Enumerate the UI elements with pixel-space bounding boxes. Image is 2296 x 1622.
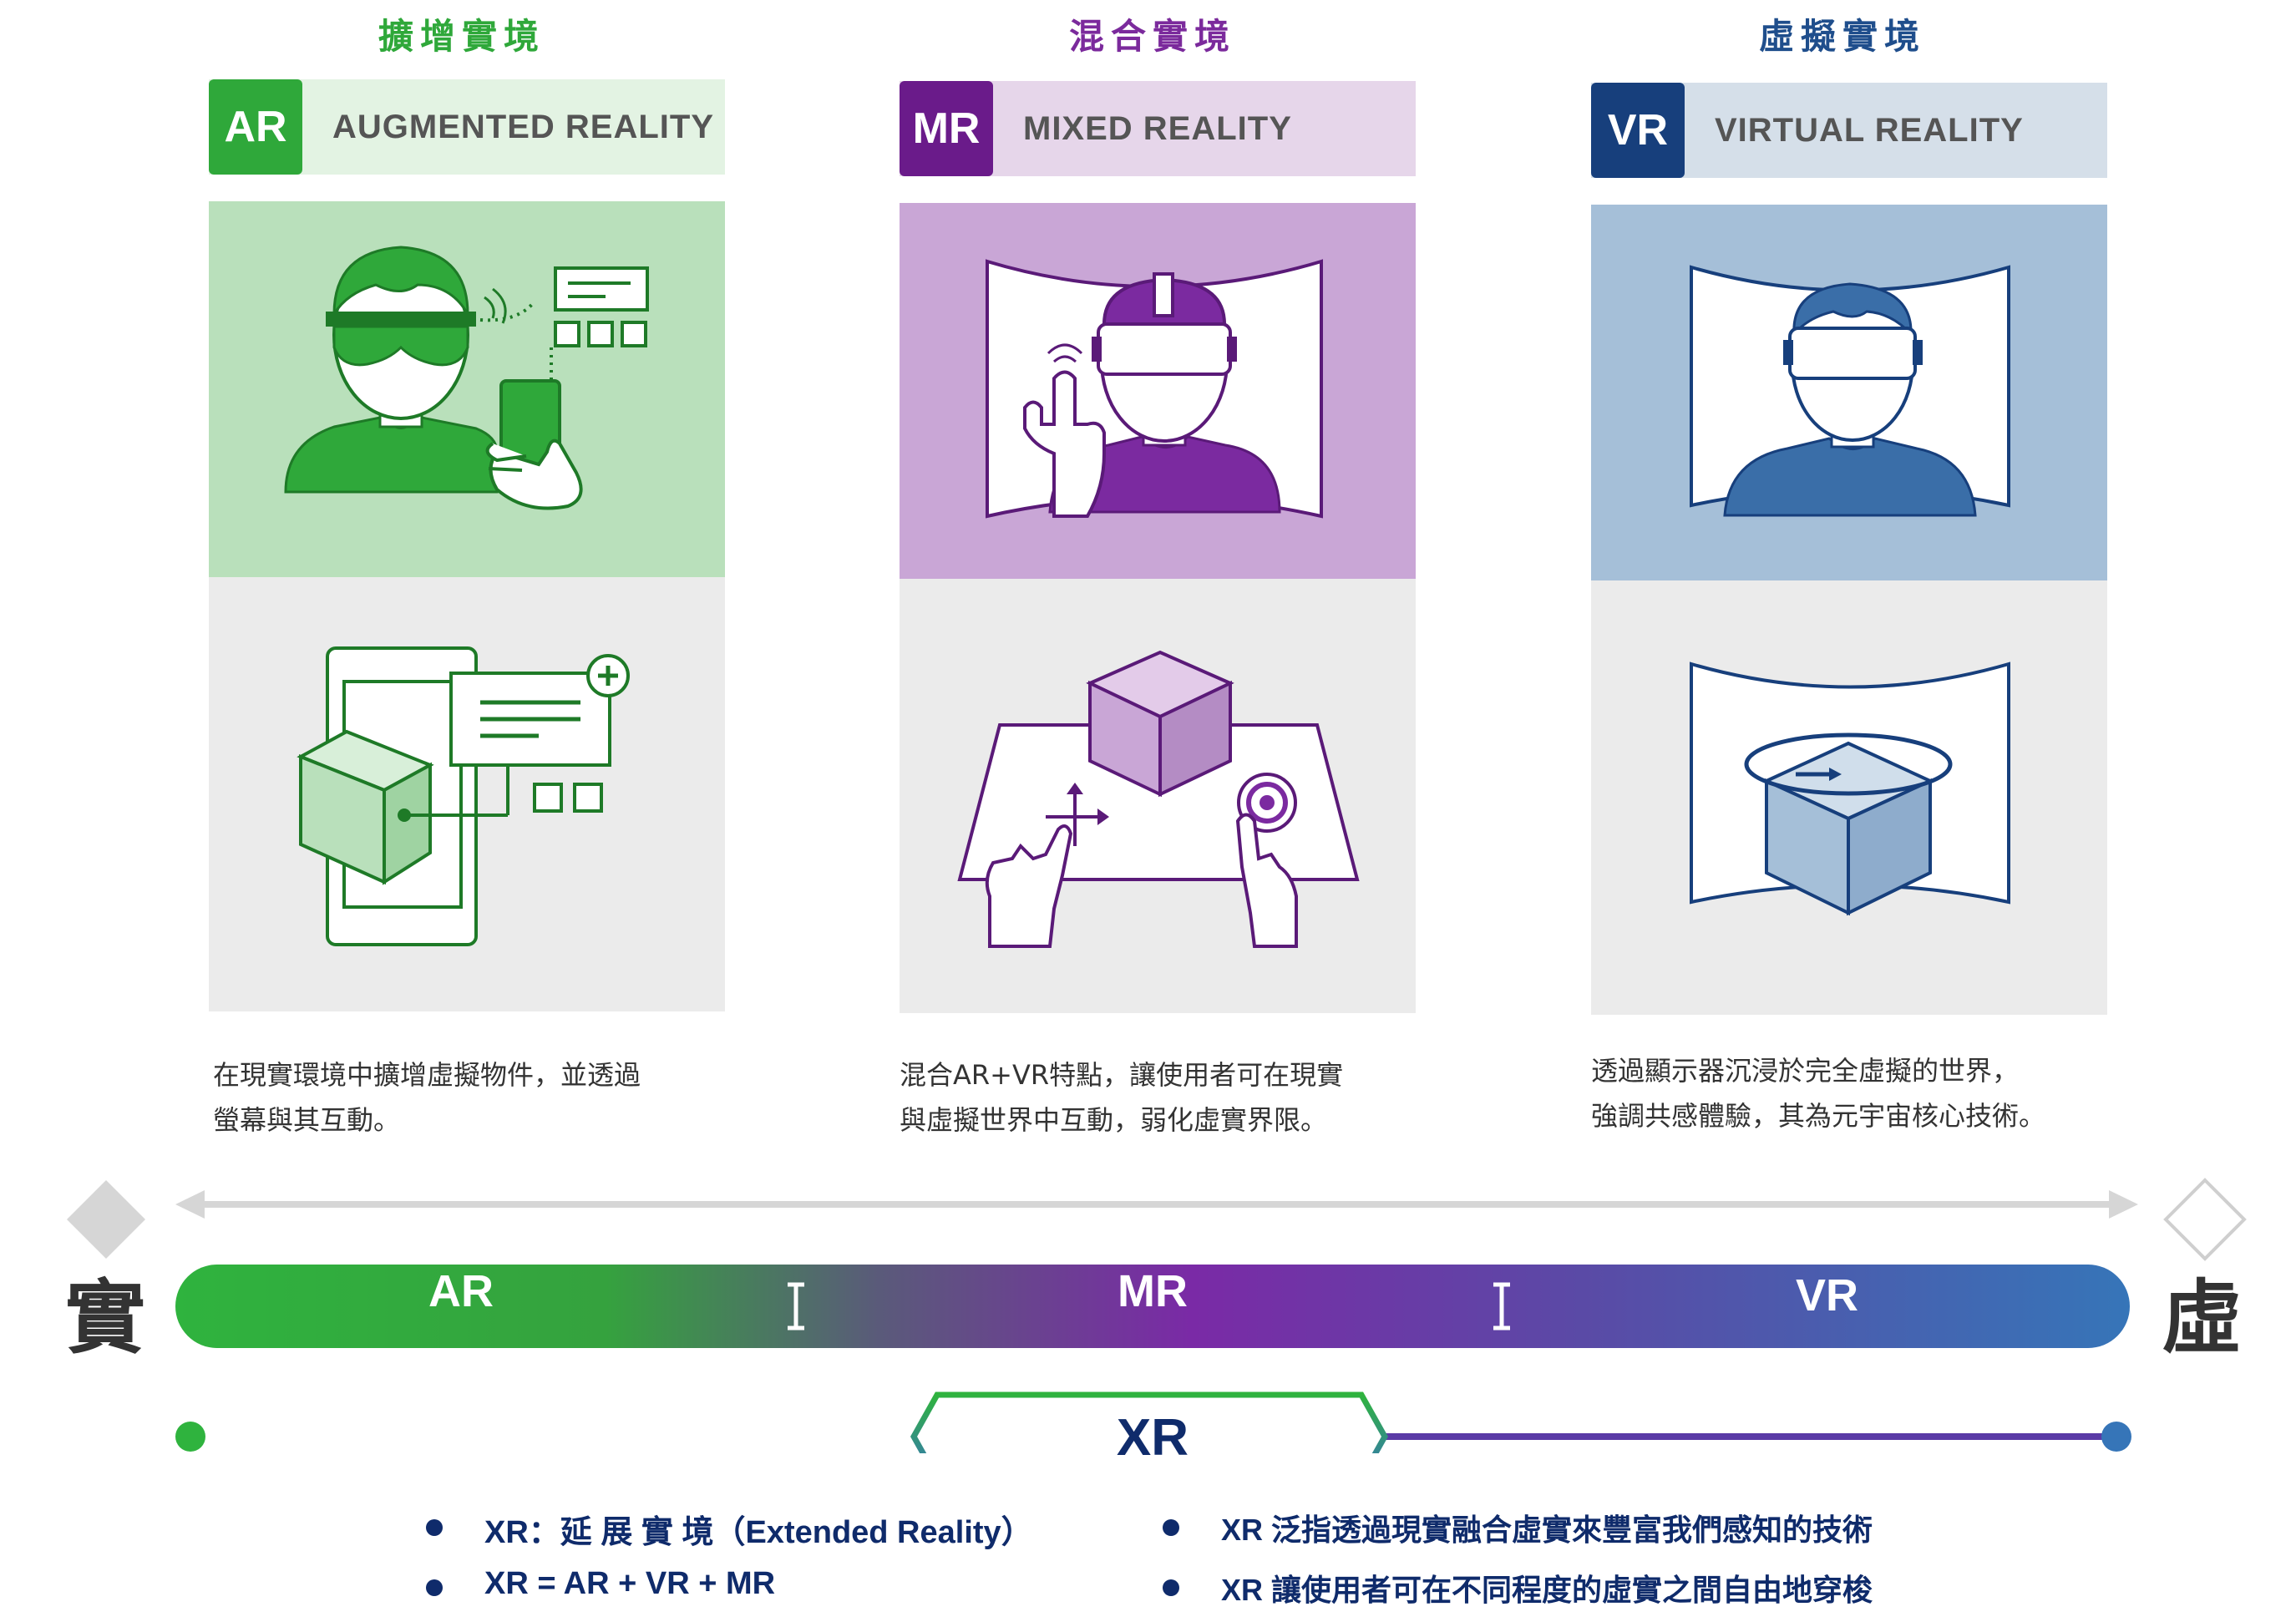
mr-description: 混合AR+VR特點，讓使用者可在現實 與虛擬世界中互動，弱化虛實界限。 <box>900 1052 1434 1143</box>
bullet-dot <box>1163 1579 1179 1596</box>
ar-person-phone-icon <box>284 246 649 510</box>
ar-description-line1: 在現實環境中擴增虛擬物件，並透過 <box>213 1059 641 1091</box>
mr-headset-gesture-icon <box>986 259 1323 519</box>
ar-description: 在現實環境中擴增虛擬物件，並透過 螢幕與其互動。 <box>213 1052 748 1143</box>
bar-label-ar: AR <box>428 1266 494 1316</box>
spectrum-graphic <box>67 1178 2247 1453</box>
ar-description-line2: 螢幕與其互動。 <box>213 1104 401 1136</box>
mr-badge: MR <box>900 81 993 176</box>
mr-description-line1: 混合AR+VR特點，讓使用者可在現實 <box>900 1059 1344 1091</box>
real-label: 實 <box>65 1270 145 1365</box>
vr-headset-person-icon <box>1690 265 2010 517</box>
vr-label: VIRTUAL REALITY <box>1715 111 2024 149</box>
vr-description-line2: 強調共感體驗，其為元宇宙核心技術。 <box>1591 1100 2046 1132</box>
bullet-left-1: XR：延 展 實 境（Extended Reality） <box>484 1515 1033 1550</box>
mr-table-cube-icon <box>957 650 1360 948</box>
mr-illustration-bottom <box>900 579 1416 1013</box>
mr-header: MR MIXED REALITY <box>900 81 1416 176</box>
vr-badge: VR <box>1591 83 1685 178</box>
mr-label: MIXED REALITY <box>1023 109 1292 147</box>
vr-title: 虛擬實境 <box>1758 16 1926 57</box>
bullet-dot <box>426 1579 443 1596</box>
mr-illustration-top <box>900 203 1416 579</box>
ar-badge: AR <box>209 79 302 175</box>
ar-illustration-top <box>209 201 725 577</box>
vr-description-line1: 透過顯示器沉浸於完全虛擬的世界， <box>1591 1055 2020 1087</box>
vr-rotating-cube-icon <box>1690 661 2010 916</box>
mr-description-line2: 與虛擬世界中互動，弱化虛實界限。 <box>900 1104 1328 1136</box>
vr-description: 透過顯示器沉浸於完全虛擬的世界， 強調共感體驗，其為元宇宙核心技術。 <box>1591 1048 2126 1138</box>
ar-label: AUGMENTED REALITY <box>332 108 714 145</box>
spectrum-bar <box>175 1265 2130 1348</box>
bar-label-mr: MR <box>1118 1266 1188 1316</box>
xr-hexagon <box>910 1391 1389 1453</box>
ar-phone-cube-icon <box>297 646 630 946</box>
virtual-label: 虛 <box>2162 1270 2242 1365</box>
bullet-right-1: XR 泛指透過現實融合虛實來豐富我們感知的技術 <box>1221 1513 1873 1547</box>
bullet-dot <box>1163 1519 1179 1536</box>
ar-title: 擴增實境 <box>378 16 545 57</box>
real-diamond-icon <box>67 1180 145 1259</box>
mr-title: 混合實境 <box>1068 16 1236 57</box>
xr-label: XR <box>1116 1409 1189 1467</box>
bar-label-vr: VR <box>1796 1270 1859 1320</box>
bullet-dot <box>426 1519 443 1536</box>
vr-header: VR VIRTUAL REALITY <box>1591 83 2107 178</box>
vr-illustration-top <box>1591 205 2107 580</box>
ar-header: AR AUGMENTED REALITY <box>209 79 725 175</box>
vr-illustration-bottom <box>1591 580 2107 1015</box>
bullet-left-2: XR = AR + VR + MR <box>484 1566 776 1601</box>
bullet-right-2: XR 讓使用者可在不同程度的虛實之間自由地穿梭 <box>1221 1573 1873 1607</box>
virtual-diamond-icon <box>2163 1178 2247 1261</box>
ar-illustration-bottom <box>209 577 725 1011</box>
